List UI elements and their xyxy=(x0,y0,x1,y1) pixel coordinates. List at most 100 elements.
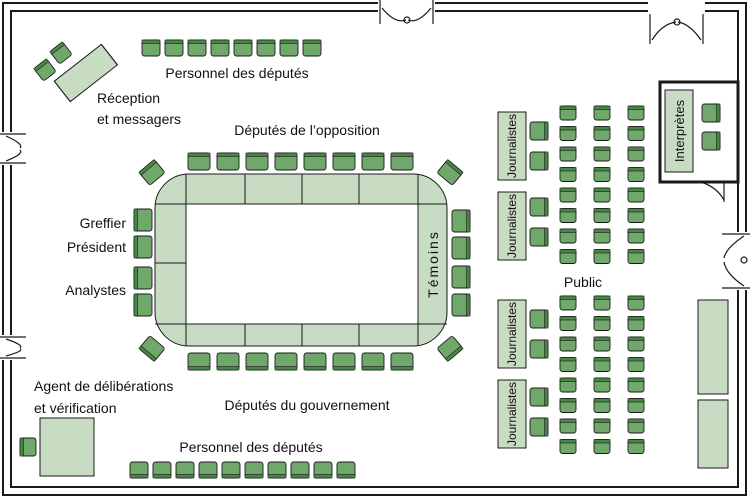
seat xyxy=(210,39,230,57)
seat xyxy=(559,398,577,413)
seat xyxy=(559,167,577,182)
door-top-right xyxy=(649,14,704,44)
seat xyxy=(627,377,645,393)
journalist-desk xyxy=(497,111,527,181)
seat xyxy=(451,209,471,233)
seat xyxy=(627,439,645,454)
seat xyxy=(216,352,240,371)
seat xyxy=(33,58,56,81)
journalist-desk xyxy=(497,191,527,261)
seat xyxy=(529,387,549,407)
seat xyxy=(303,152,327,171)
committee-table xyxy=(154,173,448,347)
seat xyxy=(559,316,577,331)
seat xyxy=(559,228,577,244)
seat xyxy=(245,152,269,171)
seat xyxy=(701,103,721,123)
seat xyxy=(187,352,211,371)
seat xyxy=(559,336,577,352)
seat xyxy=(390,152,414,171)
seat xyxy=(133,266,153,290)
seat xyxy=(529,151,549,171)
seat xyxy=(221,461,241,479)
seat xyxy=(133,293,153,317)
seat xyxy=(19,437,37,457)
seat xyxy=(627,316,645,331)
journalist-desk xyxy=(497,379,527,449)
door-top-left xyxy=(379,0,434,24)
seat xyxy=(559,418,577,434)
door-right xyxy=(722,233,750,289)
seat xyxy=(437,336,464,362)
label-journalists: Journalistes xyxy=(505,114,519,178)
seat xyxy=(593,167,611,182)
seat xyxy=(187,152,211,171)
label-opposition: Députés de l’opposition xyxy=(234,122,380,138)
cabinet xyxy=(697,299,729,395)
seat xyxy=(138,159,165,185)
seat xyxy=(313,461,333,479)
seat xyxy=(559,126,577,141)
seat xyxy=(361,152,385,171)
seat xyxy=(627,126,645,141)
seat xyxy=(141,39,161,57)
journalist-desk xyxy=(497,299,527,369)
seat xyxy=(279,39,299,57)
seat xyxy=(274,152,298,171)
seat xyxy=(175,461,195,479)
door-left-upper xyxy=(0,133,26,164)
seat xyxy=(627,336,645,352)
seat xyxy=(627,398,645,413)
seat xyxy=(559,357,577,372)
seat xyxy=(529,417,549,437)
seat xyxy=(627,105,645,121)
seat xyxy=(133,235,153,259)
label-analysts: Analystes xyxy=(65,282,126,298)
seat xyxy=(164,39,184,57)
seat xyxy=(332,152,356,171)
seat xyxy=(49,41,72,64)
label-staff-bottom: Personnel des députés xyxy=(179,439,322,455)
label-chair: Président xyxy=(67,239,126,255)
seat xyxy=(451,265,471,289)
seat xyxy=(593,377,611,393)
seat xyxy=(627,295,645,311)
seat xyxy=(593,439,611,454)
seat xyxy=(529,121,549,141)
seat xyxy=(559,295,577,311)
seat xyxy=(529,197,549,217)
seat xyxy=(593,126,611,141)
seat xyxy=(559,187,577,203)
seat xyxy=(529,309,549,329)
proceedings-desk xyxy=(39,417,95,477)
seat xyxy=(593,316,611,331)
seat xyxy=(627,418,645,434)
seats xyxy=(19,39,721,479)
seat xyxy=(627,146,645,162)
seat xyxy=(129,461,149,479)
label-clerk: Greffier xyxy=(80,215,127,231)
seat xyxy=(593,208,611,223)
seat xyxy=(593,187,611,203)
seat xyxy=(593,146,611,162)
seat xyxy=(627,357,645,372)
seat xyxy=(593,336,611,352)
seat xyxy=(390,352,414,371)
seat xyxy=(451,236,471,260)
seat xyxy=(361,352,385,371)
seat xyxy=(138,336,165,362)
door-left-lower xyxy=(0,336,26,359)
label-reception-line1: Réception xyxy=(97,90,160,106)
seat xyxy=(593,295,611,311)
label-journalists: Journalistes xyxy=(505,194,519,258)
seat xyxy=(437,159,464,185)
seat xyxy=(559,146,577,162)
label-staff-top: Personnel des députés xyxy=(165,65,308,81)
seat xyxy=(559,105,577,121)
seat xyxy=(274,352,298,371)
label-journalists: Journalistes xyxy=(505,302,519,366)
seat xyxy=(627,208,645,223)
label-reception-line2: et messagers xyxy=(97,111,181,127)
seat xyxy=(559,249,577,264)
